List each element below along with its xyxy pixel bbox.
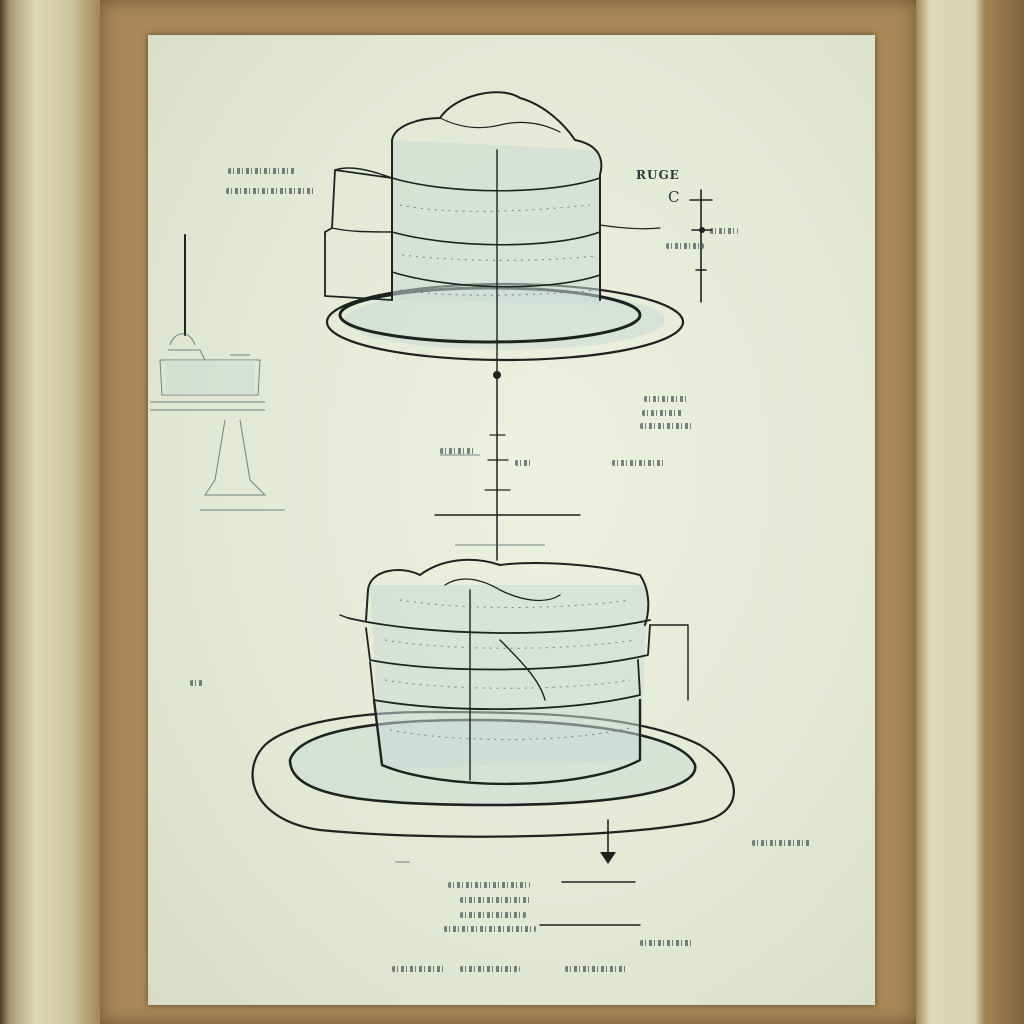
handwriting-scribble [752, 840, 810, 846]
handwriting-scribble [565, 966, 627, 972]
handwriting-scribble [640, 940, 694, 946]
handwriting-scribble [644, 396, 688, 402]
handwriting-scribble [228, 168, 296, 174]
left-faint-sketch [150, 234, 285, 511]
bottom-notes-lines [395, 861, 641, 926]
handwriting-scribble [448, 882, 530, 888]
handwriting-scribble [515, 460, 531, 466]
bottom-arrow [600, 819, 616, 864]
handwriting-scribble [666, 243, 704, 249]
handwriting-scribble [460, 897, 530, 903]
handwriting-scribble [226, 188, 316, 194]
handwriting-scribble [642, 410, 682, 416]
handwriting-scribble [444, 926, 536, 932]
handwriting-scribble [440, 448, 474, 454]
center-connector [434, 379, 581, 561]
handwriting-scribble [460, 966, 520, 972]
top-right-mark: C [668, 188, 680, 206]
handwriting-scribble [190, 680, 204, 686]
handwriting-scribble [612, 460, 664, 466]
top-cake-sketch [324, 91, 685, 381]
top-right-label: RUGE [636, 168, 680, 182]
handwriting-scribble [392, 966, 444, 972]
handwriting-scribble [460, 912, 526, 918]
bottom-cake-sketch [251, 558, 735, 838]
handwriting-scribble [710, 228, 738, 234]
handwriting-scribble [640, 423, 694, 429]
